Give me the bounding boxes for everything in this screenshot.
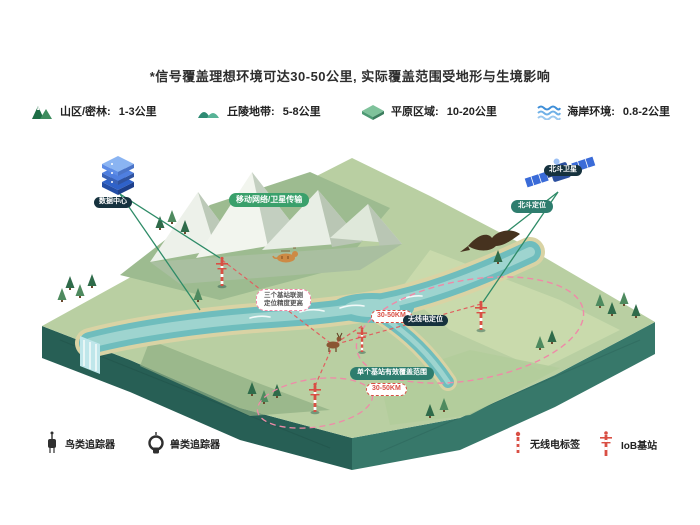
mountain-forest-icon [32,106,52,119]
device-label: IoB基站 [621,440,658,452]
beidou-positioning-label: 北斗定位 [511,200,553,213]
single-station-coverage-label: 单个基站有效覆盖范围 [350,367,434,380]
coverage-item-plain: 平原区域: 10-20公里 [361,102,497,120]
bird-tracker-icon [48,431,56,453]
radio-positioning-label: 无线电定位 [403,315,448,326]
tiger [272,247,298,263]
single-station-range-label: 30-50KM [366,383,407,396]
eagle [460,230,520,252]
iob-base-station-icon [600,431,612,456]
coverage-legend: 山区/密林: 1-3公里 丘陵地带: 5-8公里 平原区域: 10-20公里 [30,102,670,120]
device-item-mammal-tracker: 兽类追踪器 [148,430,220,456]
coast-icon [537,105,562,120]
device-label: 兽类追踪器 [170,439,220,451]
plain-icon [362,105,385,120]
deer [326,332,343,352]
transmission-label: 移动网络/卫星传输 [229,193,310,207]
data-center-label: 数据中心 [94,197,132,208]
coverage-item-coast: 海岸环境: 0.8-2公里 [537,102,670,120]
coverage-label: 山区/密林: [60,106,111,118]
coverage-value: 5-8公里 [282,106,321,118]
mammal-tracker-icon [148,432,164,454]
device-label: 无线电标签 [530,439,580,451]
hills-icon [198,112,220,118]
page-title: *信号覆盖理想环境可达30-50公里, 实际覆盖范围受地形与生境影响 [149,69,551,84]
data-center-icon [102,156,134,195]
coverage-item-mountain: 山区/密林: 1-3公里 [30,102,157,120]
device-item-iob-base-station: IoB基站 [597,430,657,458]
mountain-range [120,172,402,300]
coverage-value: 0.8-2公里 [622,106,670,118]
coverage-item-hills: 丘陵地带: 5-8公里 [197,102,321,120]
device-item-bird-tracker: 鸟类追踪器 [45,430,115,456]
triangulation-line1: 三个基站联测 [264,292,303,299]
coverage-label: 丘陵地带: [227,106,275,118]
triangulation-label: 三个基站联测 定位精度更高 [256,289,311,312]
coverage-value: 10-20公里 [446,106,497,118]
device-item-radio-tag: 无线电标签 [512,430,580,456]
device-label: 鸟类追踪器 [65,439,115,451]
coverage-label: 平原区域: [391,106,439,118]
coverage-label: 海岸环境: [567,106,615,118]
radio-tag-icon [515,431,521,453]
satellite-label: 北斗卫星 [544,165,582,176]
waterfall [80,336,100,374]
triangulation-line2: 定位精度更高 [264,300,303,308]
coverage-value: 1-3公里 [118,106,157,118]
